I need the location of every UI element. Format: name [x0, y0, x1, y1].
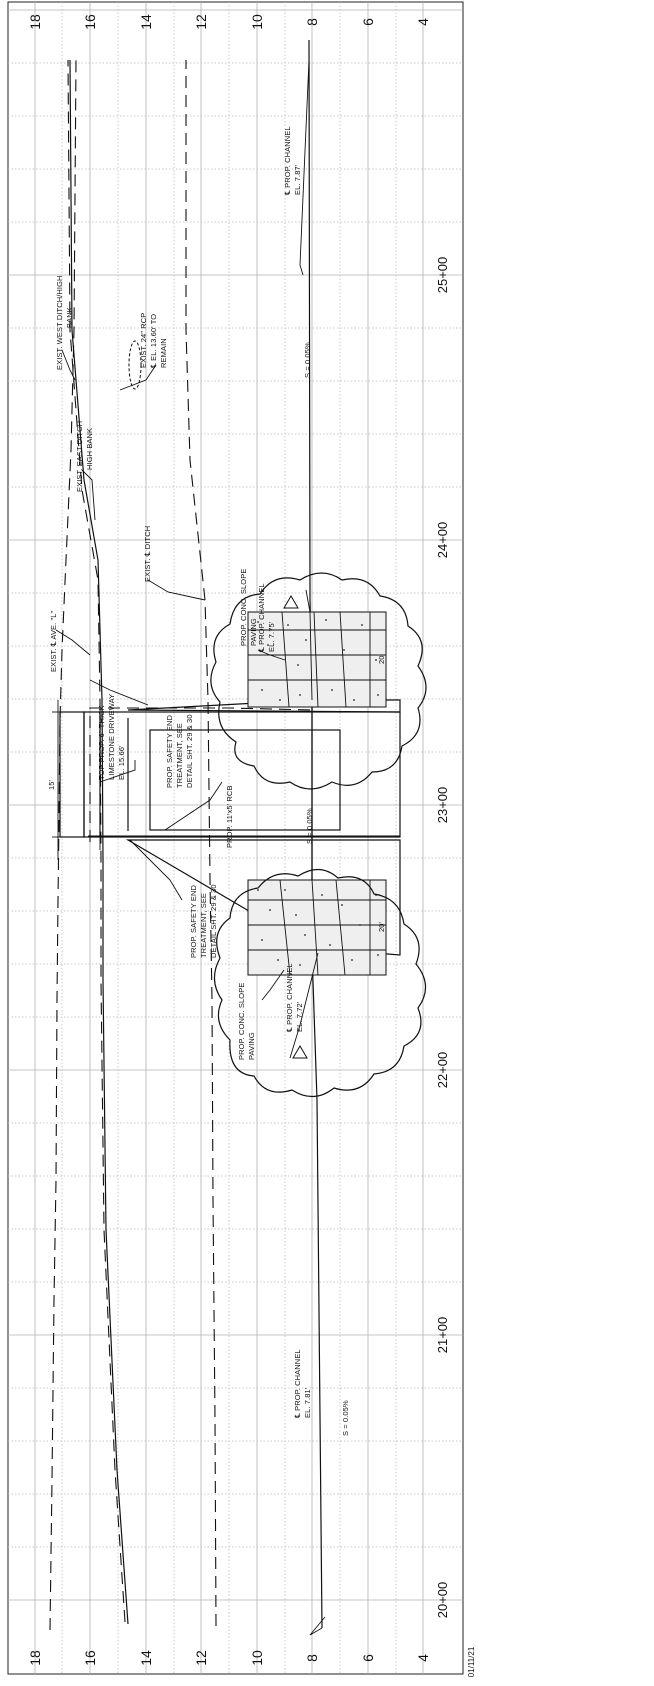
elev-bottom-6: 6 [360, 1654, 376, 1662]
elev-bottom-14: 14 [138, 1650, 154, 1666]
paving-stipple [257, 619, 379, 966]
elev-top-18: 18 [27, 14, 43, 30]
note-ditch: EXIST. ℄ DITCH [143, 526, 152, 582]
revision-triangle-1 [292, 1045, 308, 1059]
note-rcb: PROP. 11'x5' RCB [225, 785, 234, 848]
elev-top-12: 12 [193, 14, 209, 30]
note-safety-end-1-a: PROP. SAFETY END [189, 885, 198, 958]
revision-cloud-2200 [213, 868, 427, 1098]
elev-bottom-12: 12 [193, 1650, 209, 1666]
station-2000: 20+00 [435, 1582, 450, 1619]
note-safety-end-2-b: TREATMENT, SEE [175, 723, 184, 788]
elevation-axis-bottom: 18 16 14 12 10 8 6 4 [27, 1650, 431, 1666]
elev-top-14: 14 [138, 14, 154, 30]
note-safety-end-1-b: TREATMENT, SEE [199, 893, 208, 958]
exist-west-ditch-line [69, 59, 129, 1625]
slope-paving-2300 [247, 611, 387, 708]
note-slope-1: S = 0.05% [341, 1400, 350, 1436]
note-slope-3: S = 0.05% [303, 342, 312, 378]
station-2300: 23+00 [435, 787, 450, 824]
note-east-ditch-a: EXIST. EAST DITCH [75, 421, 84, 492]
elev-top-4: 4 [415, 18, 431, 26]
station-2200: 22+00 [435, 1052, 450, 1089]
station-2500: 25+00 [435, 257, 450, 294]
exist-rcp-ellipse [128, 340, 142, 390]
elev-top-16: 16 [82, 14, 98, 30]
station-grid [8, 9, 463, 1601]
note-dim-20-b: 20' [377, 653, 386, 664]
note-safety-end-2-a: PROP. SAFETY END [165, 715, 174, 788]
note-driveway-c: EL. 15.66' [117, 745, 126, 780]
note-slope-paving-2-b: PAVING [249, 618, 258, 646]
note-driveway-a: TOP PROP. 6" THICK [97, 705, 106, 780]
note-safety-end-1-c: DETAIL SHT. 29 & 30 [209, 884, 218, 958]
note-prop-channel-787-a: ℄ PROP. CHANNEL [283, 126, 292, 196]
exist-ditch-line [185, 60, 217, 1627]
note-west-ditch-a: EXIST. WEST DITCH/HIGH [55, 275, 64, 370]
note-slope-paving-1-b: PAVING [247, 1032, 256, 1060]
note-east-ditch-b: HIGH BANK [85, 428, 94, 470]
note-prop-channel-781-a: ℄ PROP. CHANNEL [293, 1349, 302, 1419]
note-prop-channel-775-b: EL. 7.75' [267, 621, 276, 652]
annotations: ℄ PROP. CHANNEL EL. 7.81' ℄ PROP. CHANNE… [47, 126, 386, 1436]
station-axis: 20+00 21+00 22+00 23+00 24+00 25+00 [435, 257, 450, 1619]
slope-paving-2200 [247, 879, 387, 976]
note-prop-channel-772-a: ℄ PROP. CHANNEL [285, 963, 294, 1033]
station-2100: 21+00 [435, 1317, 450, 1354]
elevation-grid [34, 2, 424, 1674]
note-dim-15: 15' [47, 779, 56, 790]
elevation-axis-top: 18 16 14 12 10 8 6 4 [27, 14, 431, 30]
note-slope-paving-2-a: PROP. CONC. SLOPE [239, 569, 248, 646]
note-rcp-a: EXIST. 24" RCP [139, 313, 148, 368]
note-driveway-b: LIMESTONE DRIVEWAY [107, 694, 116, 780]
note-prop-channel-781-b: EL. 7.81' [303, 1387, 312, 1418]
leader-lines [55, 59, 326, 1636]
note-prop-channel-787-b: EL. 7.87' [293, 164, 302, 195]
note-prop-channel-775-a: ℄ PROP. CHANNEL [257, 583, 266, 653]
elev-bottom-18: 18 [27, 1650, 43, 1666]
revision-triangle-2 [283, 595, 299, 609]
elev-top-8: 8 [304, 18, 320, 26]
note-west-ditch-b: BANK [65, 307, 74, 328]
note-dim-20-a: 20' [377, 921, 386, 932]
elev-top-6: 6 [360, 18, 376, 26]
note-slope-2: S = 0.05% [305, 808, 314, 844]
note-slope-paving-1-a: PROP. CONC. SLOPE [237, 983, 246, 1060]
elev-bottom-4: 4 [415, 1654, 431, 1662]
drawing-border [7, 1, 464, 1675]
elev-bottom-8: 8 [304, 1654, 320, 1662]
note-ave-l: EXIST. ℄ AVE. "L" [49, 610, 58, 672]
note-safety-end-2-c: DETAIL SHT. 29 & 30 [185, 714, 194, 788]
note-prop-channel-772-b: EL. 7.72' [295, 1001, 304, 1032]
elev-bottom-10: 10 [249, 1650, 265, 1666]
date-stamp: 01/11/21 [467, 1646, 476, 1677]
note-rcp-c: REMAIN [159, 338, 168, 368]
revision-cloud-2300 [210, 572, 427, 790]
exist-ave-l-line [49, 59, 77, 1631]
elev-bottom-16: 16 [82, 1650, 98, 1666]
station-2400: 24+00 [435, 522, 450, 559]
note-rcp-b: ℄ EL. 13.60' TO [149, 314, 158, 369]
elev-top-10: 10 [249, 14, 265, 30]
